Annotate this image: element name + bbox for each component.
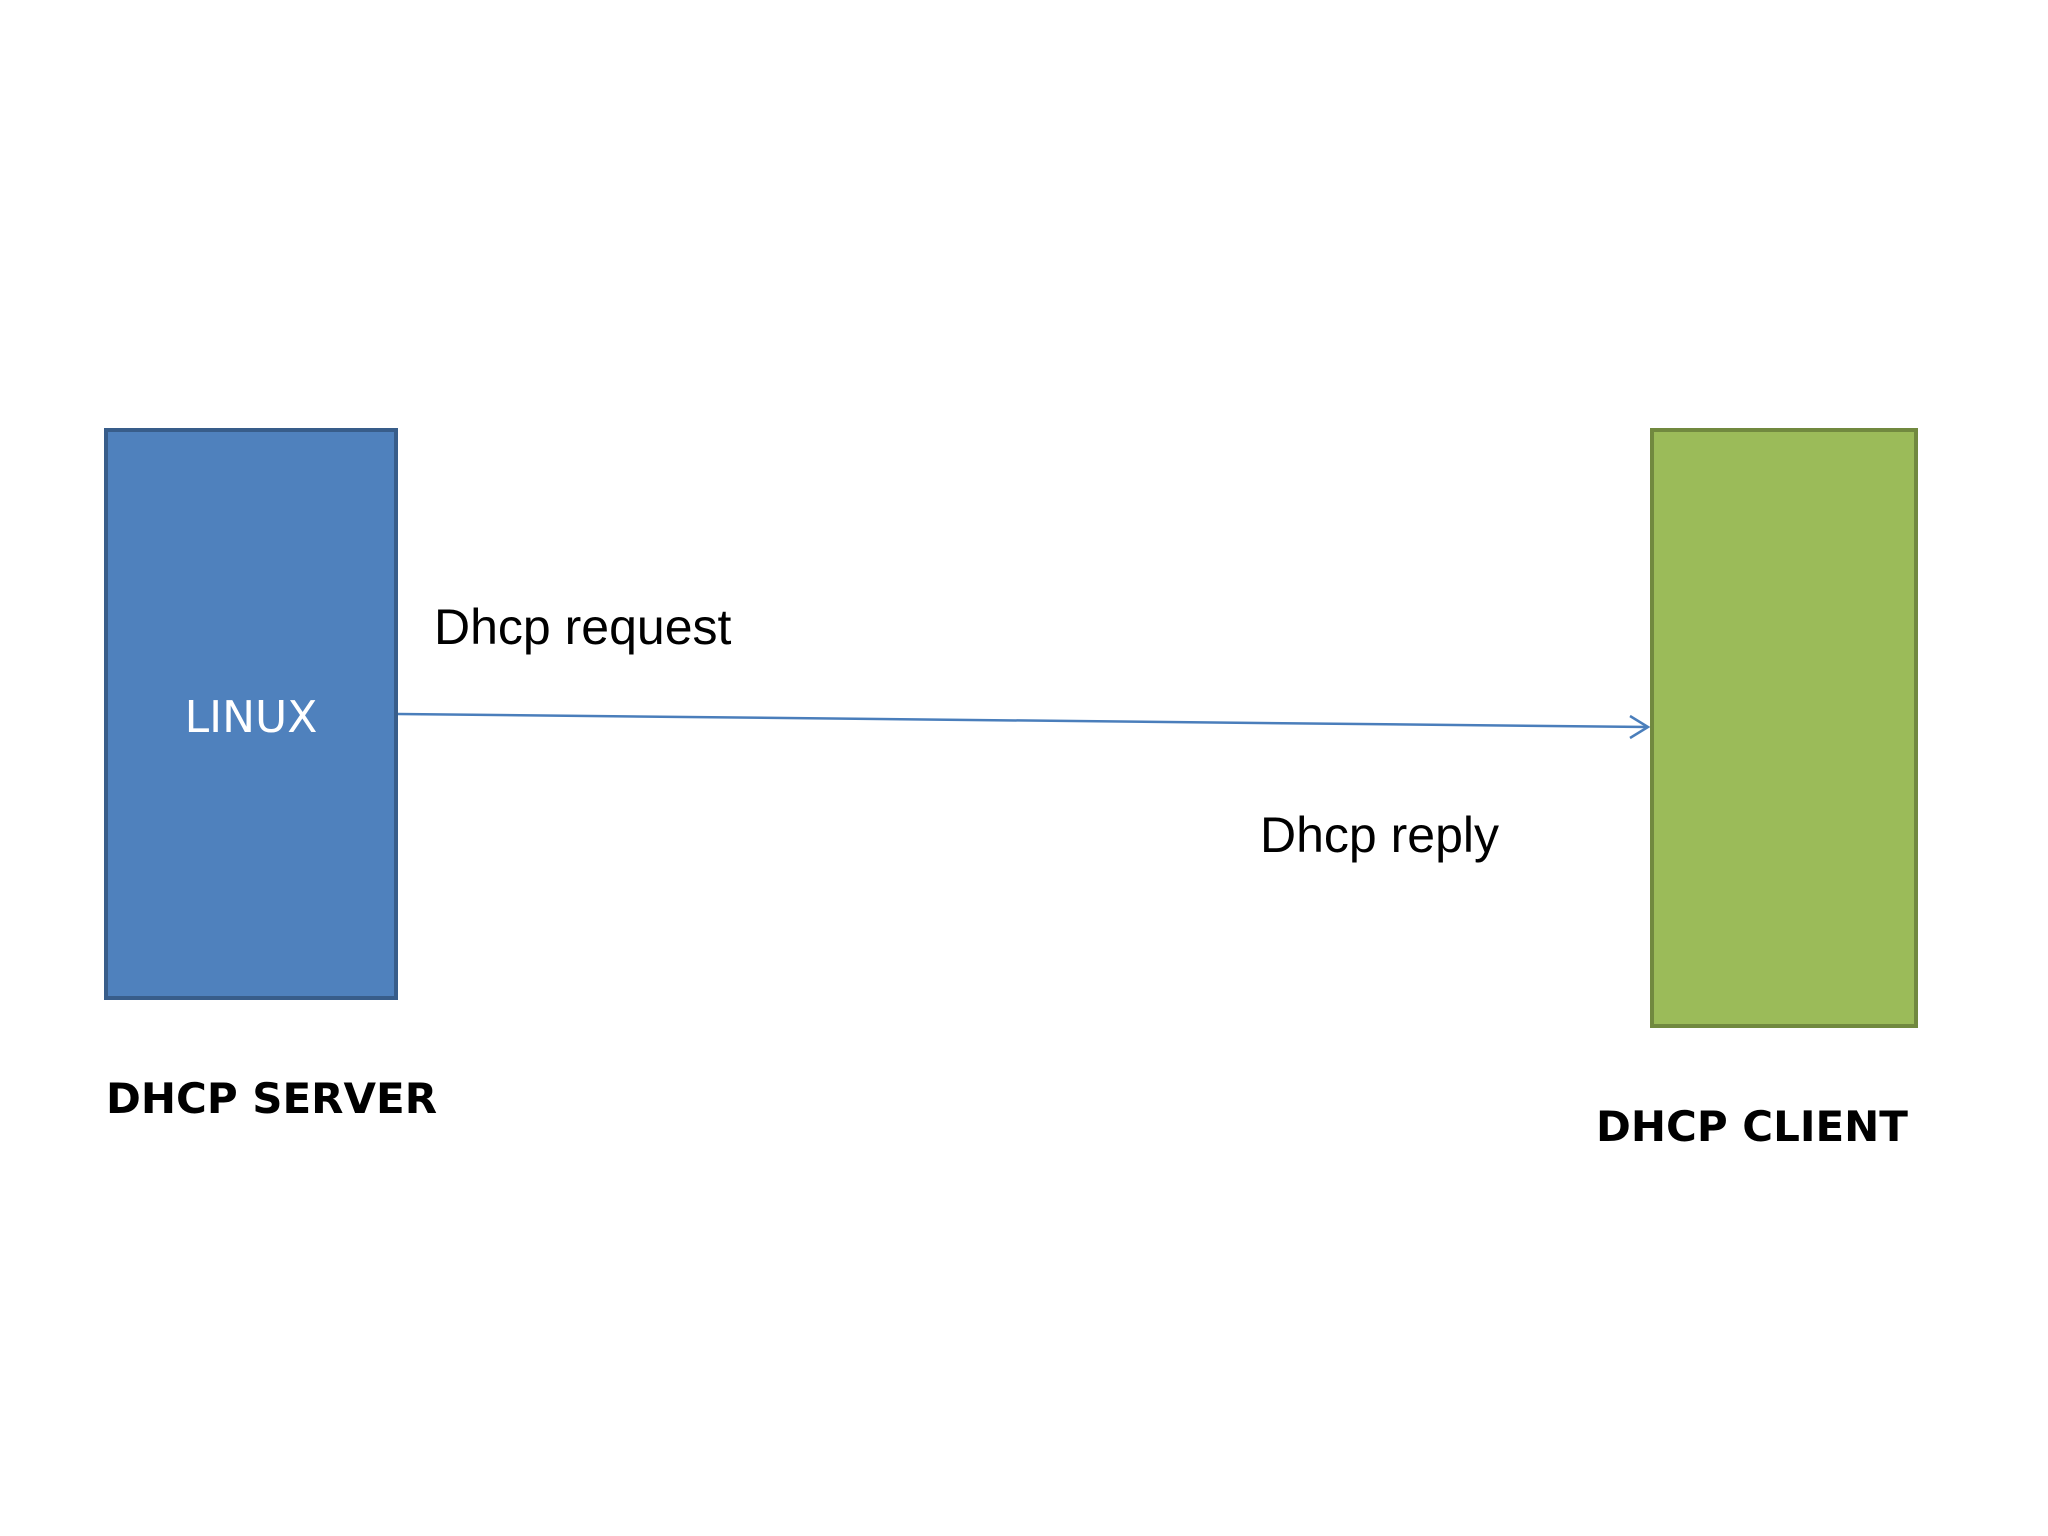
dhcp-reply-label: Dhcp reply xyxy=(1260,807,1499,863)
server-os-label: LINUX xyxy=(184,692,318,743)
dhcp-server-caption: DHCP SERVER xyxy=(106,1074,438,1123)
dhcp-request-label: Dhcp request xyxy=(434,599,732,655)
dhcp-client-box xyxy=(1650,428,1918,1028)
dhcp-client-caption: DHCP CLIENT xyxy=(1596,1102,1908,1151)
request-arrow-head xyxy=(1629,714,1651,740)
dhcp-server-box: LINUX xyxy=(104,428,398,1000)
request-arrow-line xyxy=(397,712,1649,729)
